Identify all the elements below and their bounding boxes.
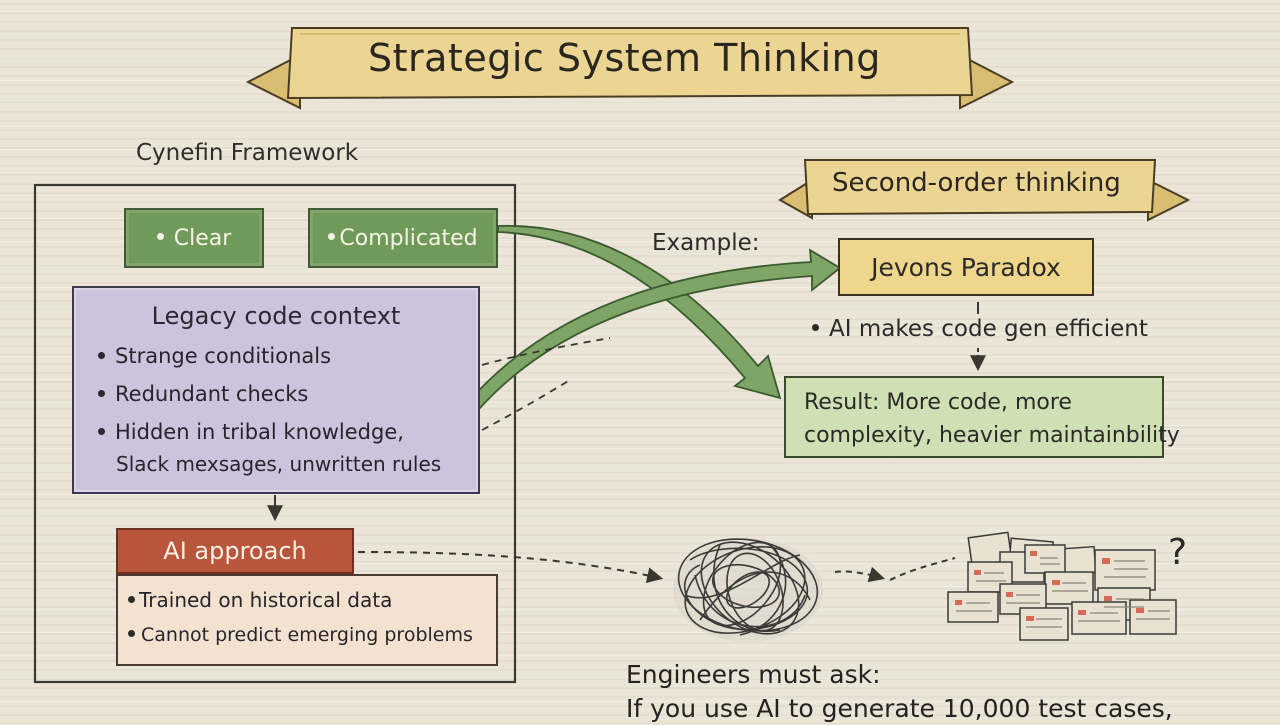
ai-item: Trained on historical data (128, 588, 392, 612)
domain-complicated: Complicated (308, 208, 498, 268)
legacy-item: Strange conditionals (98, 344, 331, 368)
question-mark: ? (1168, 532, 1188, 573)
ai-approach-body: Trained on historical data Cannot predic… (116, 574, 498, 666)
result-line: complexity, heavier maintainbility (804, 423, 1180, 448)
domain-clear: Clear (124, 208, 264, 268)
bullet-icon (98, 351, 105, 359)
domain-complicated-label: Complicated (339, 225, 478, 251)
bullet-icon (128, 596, 135, 603)
result-line: Result: More code, more (804, 390, 1072, 415)
cause-text: AI makes code gen efficient (812, 316, 1148, 342)
bullet-icon (156, 232, 164, 240)
bullet-icon (328, 232, 336, 240)
bullet-icon (98, 389, 105, 397)
bullet-icon (98, 427, 105, 435)
test-cases-illustration (947, 531, 1177, 641)
cynefin-frame (33, 183, 517, 684)
engineers-question: If you use AI to generate 10,000 test ca… (626, 694, 1173, 723)
legacy-title: Legacy code context (151, 302, 401, 330)
cynefin-label: Cynefin Framework (136, 140, 359, 166)
arrow-legacy-to-jevons (468, 248, 842, 410)
legacy-context-box: Legacy code context Strange conditionals… (72, 286, 480, 494)
page-title: Strategic System Thinking (368, 36, 881, 80)
legacy-item: Hidden in tribal knowledge, (98, 420, 404, 444)
second-order-title: Second-order thinking (832, 168, 1121, 198)
bullet-icon (128, 630, 135, 637)
domain-clear-label: Clear (173, 225, 232, 251)
jevons-paradox-box: Jevons Paradox (838, 238, 1094, 296)
result-box: Result: More code, more complexity, heav… (784, 376, 1180, 458)
legacy-item: Redundant checks (98, 382, 308, 406)
ai-item: Cannot predict emerging problems (128, 624, 473, 646)
ai-approach-header: AI approach (116, 528, 354, 574)
engineers-heading: Engineers must ask: (626, 660, 881, 689)
second-order-banner (778, 159, 1191, 222)
tangle-illustration (673, 538, 823, 642)
legacy-item-continuation: Slack mexsages, unwritten rules (116, 452, 442, 476)
arrow-complicated-to-result (497, 225, 782, 400)
bullet-icon (812, 324, 819, 331)
example-label: Example: (652, 230, 760, 256)
title-banner (245, 27, 1015, 110)
